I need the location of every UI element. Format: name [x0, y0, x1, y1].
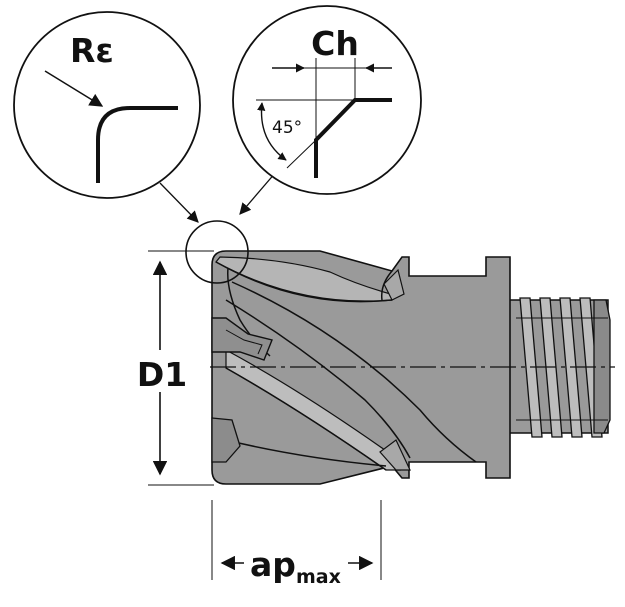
diameter-label: D1	[137, 355, 187, 394]
diameter-dimension: D1	[130, 250, 214, 486]
corner-radius-detail: Rε	[13, 11, 201, 199]
depth-label-sub: max	[296, 566, 341, 588]
depth-label-main: ap	[250, 545, 296, 584]
chamfer-detail: Ch 45°	[232, 5, 422, 195]
radius-label: Rε	[70, 31, 114, 70]
depth-dimension: ap max	[211, 500, 382, 588]
leader-arrow-chamfer	[239, 171, 277, 215]
chamfer-label: Ch	[311, 24, 359, 63]
leader-arrow-radius	[159, 182, 199, 223]
corner-highlight-circle	[185, 220, 249, 284]
angle-label: 45°	[272, 118, 302, 138]
